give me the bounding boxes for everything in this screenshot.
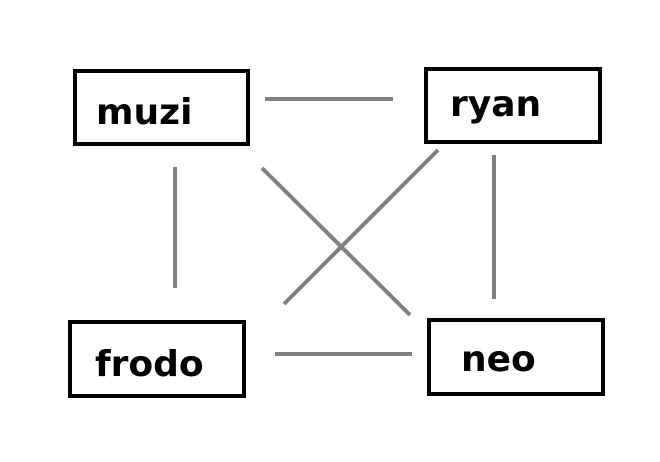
- node-label: ryan: [450, 84, 541, 125]
- node-box: [424, 67, 602, 144]
- edges-layer: [173, 97, 496, 356]
- node-label: neo: [461, 339, 536, 380]
- node-label: muzi: [96, 92, 192, 133]
- node-frodo: frodo: [68, 320, 246, 398]
- edge-ryan-frodo: [282, 148, 440, 306]
- node-ryan: ryan: [424, 67, 602, 144]
- node-box: [68, 320, 246, 398]
- node-box: [427, 318, 605, 396]
- node-muzi: muzi: [73, 69, 250, 146]
- edge-muzi-neo: [260, 166, 412, 317]
- node-box: [73, 69, 250, 146]
- node-label: frodo: [95, 344, 204, 385]
- node-neo: neo: [427, 318, 605, 396]
